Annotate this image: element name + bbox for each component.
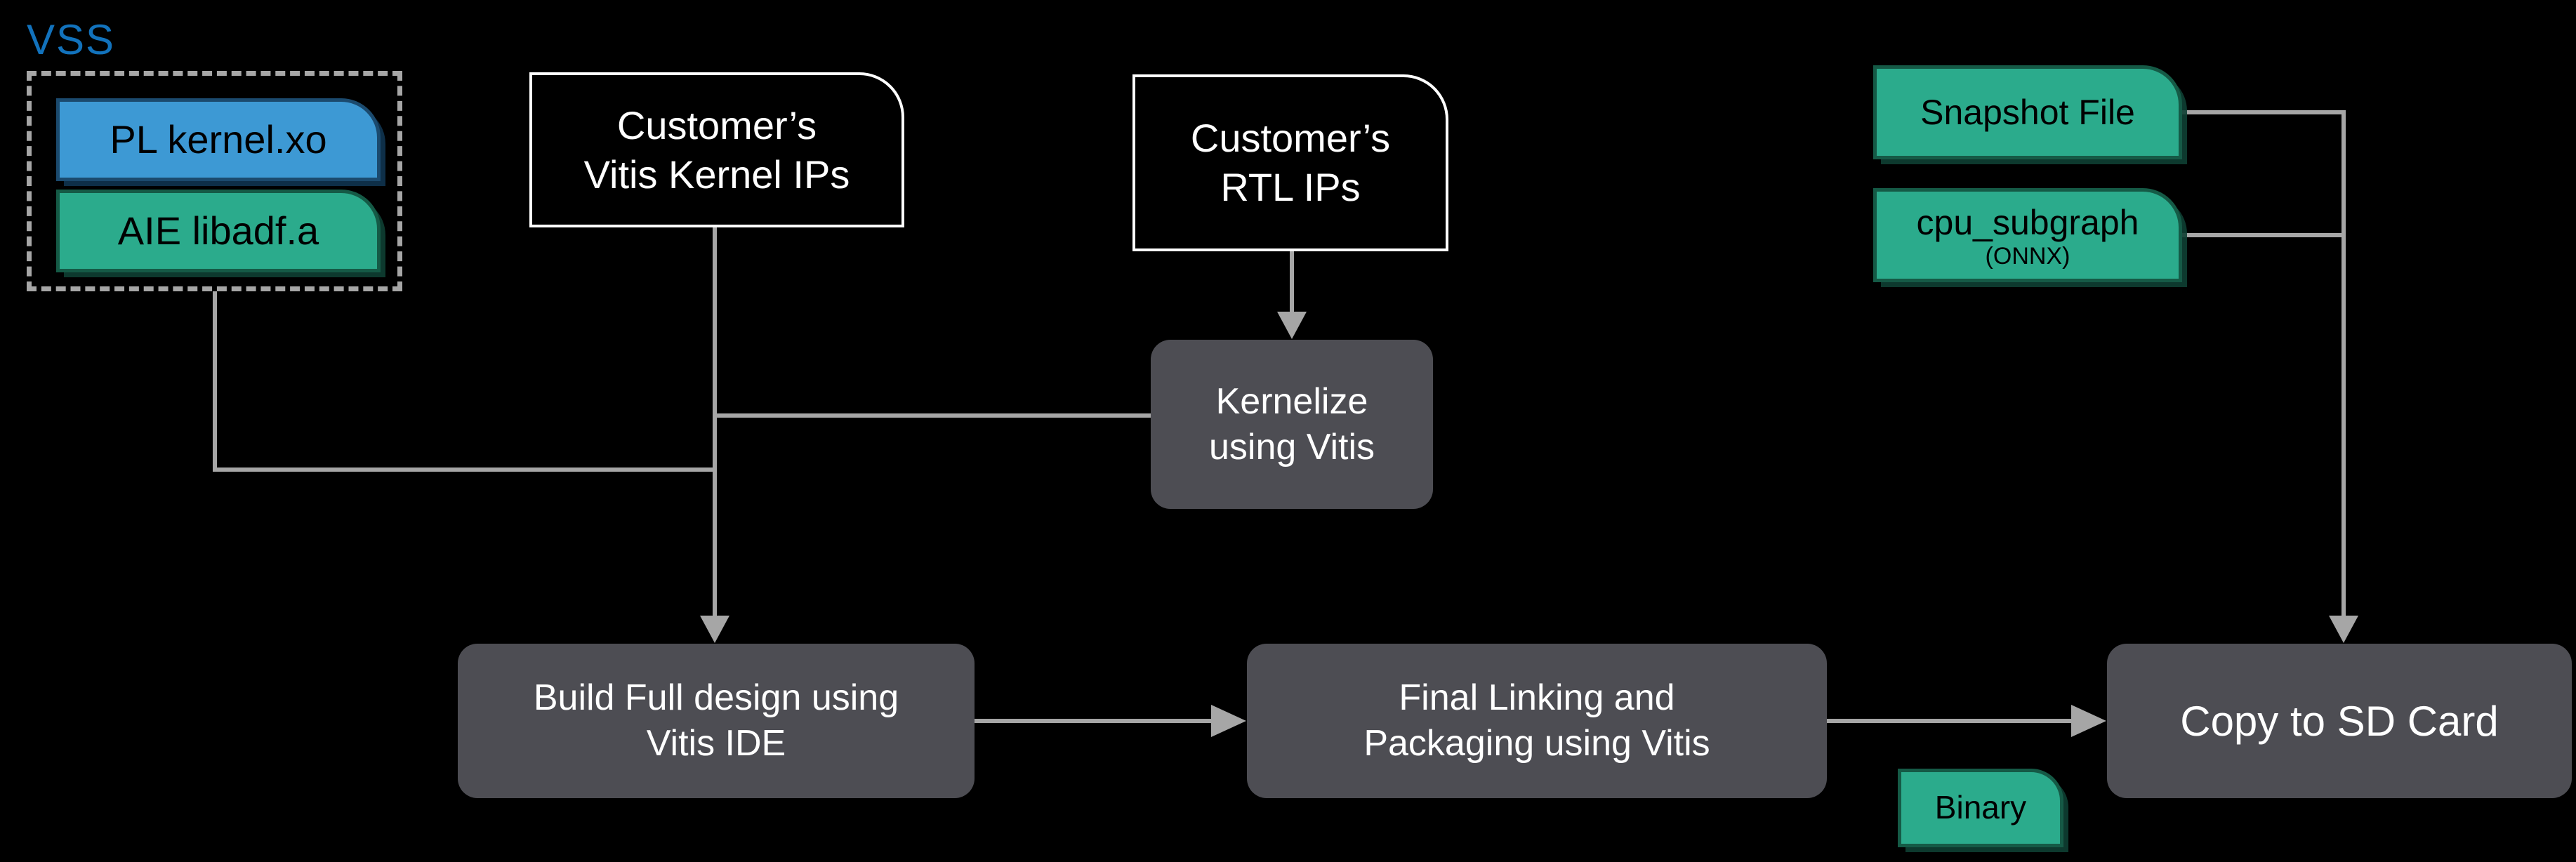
node-cpu-subgraph: cpu_subgraph (ONNX) bbox=[1873, 188, 2182, 282]
node-snapshot-file: Snapshot File bbox=[1873, 65, 2182, 159]
node-pl-kernel-xo: PL kernel.xo bbox=[56, 98, 381, 181]
cpu-subgraph-sublabel: (ONNX) bbox=[1985, 243, 2070, 270]
customer-vitis-kernel-ips-label: Customer’s Vitis Kernel IPs bbox=[583, 102, 850, 197]
binary-label: Binary bbox=[1934, 789, 2027, 826]
aie-libadf-label: AIE libadf.a bbox=[117, 208, 319, 253]
node-kernelize-using-vitis: Kernelize using Vitis bbox=[1151, 340, 1433, 509]
arrowhead-down-build bbox=[700, 616, 729, 643]
build-full-design-label: Build Full design using Vitis IDE bbox=[533, 677, 899, 764]
copy-to-sd-card-label: Copy to SD Card bbox=[2180, 697, 2499, 745]
node-build-full-design: Build Full design using Vitis IDE bbox=[458, 644, 975, 798]
arrowhead-right-final bbox=[1211, 705, 1246, 737]
vss-group-outline bbox=[27, 71, 402, 291]
kernelize-using-vitis-label: Kernelize using Vitis bbox=[1208, 380, 1375, 468]
node-aie-libadf: AIE libadf.a bbox=[56, 190, 381, 272]
final-linking-packaging-label: Final Linking and Packaging using Vitis bbox=[1363, 677, 1710, 764]
node-customer-vitis-kernel-ips: Customer’s Vitis Kernel IPs bbox=[529, 72, 904, 227]
arrowhead-down-kernelize bbox=[1277, 312, 1307, 339]
customer-rtl-ips-label: Customer’s RTL IPs bbox=[1190, 116, 1391, 209]
pl-kernel-xo-label: PL kernel.xo bbox=[110, 117, 327, 161]
node-final-linking-packaging: Final Linking and Packaging using Vitis bbox=[1247, 644, 1827, 798]
cpu-subgraph-label: cpu_subgraph bbox=[1916, 202, 2139, 242]
vss-group-label: VSS bbox=[27, 16, 116, 63]
node-copy-to-sd-card: Copy to SD Card bbox=[2107, 644, 2572, 798]
node-customer-rtl-ips: Customer’s RTL IPs bbox=[1132, 74, 1448, 251]
node-binary: Binary bbox=[1898, 769, 2063, 847]
arrowhead-down-copy bbox=[2329, 616, 2358, 643]
snapshot-file-label: Snapshot File bbox=[1920, 92, 2135, 132]
connector-vss-to-junction bbox=[213, 291, 715, 472]
arrowhead-right-copy bbox=[2071, 705, 2106, 737]
